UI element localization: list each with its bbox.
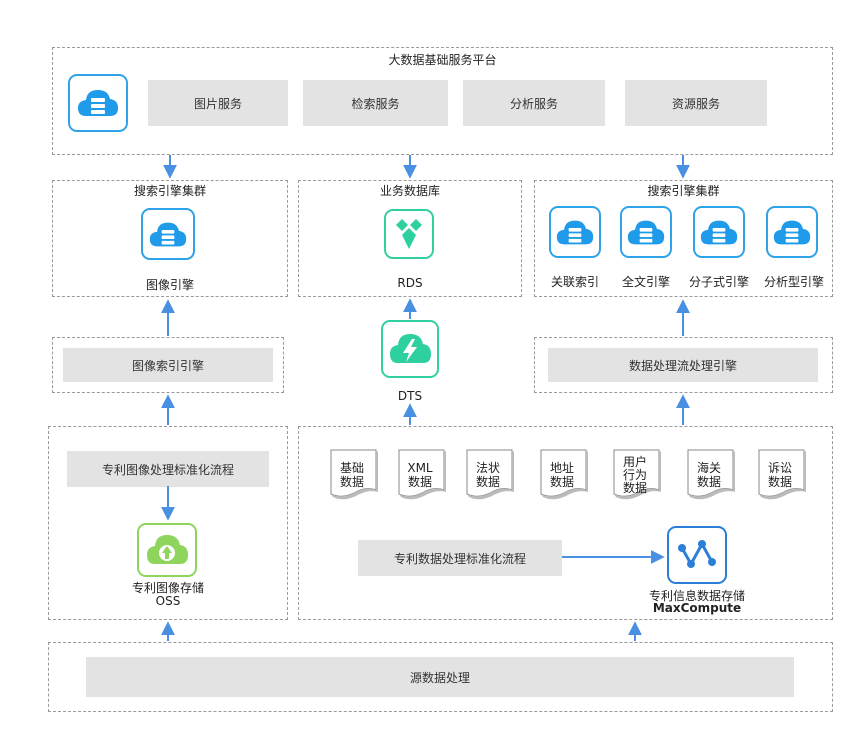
doc-litigation-data-label: 诉讼 数据 <box>767 461 792 489</box>
doc-customs-data: 海关 数据 <box>687 449 735 501</box>
search-cluster-right-panel: 搜索引擎集群 关联索引 全文引擎 分子式引擎 分析型引擎 <box>534 180 833 297</box>
data-stream-engine-panel: 数据处理流处理引擎 <box>534 337 833 393</box>
image-process-panel: 专利图像处理标准化流程 专利图像存储 OSS <box>48 426 288 620</box>
cloud-server-icon <box>766 206 818 258</box>
doc-legal-status-data: 法状 数据 <box>466 449 514 501</box>
data-stream-engine-box[interactable]: 数据处理流处理引擎 <box>548 348 818 382</box>
doc-xml-data-label: XML 数据 <box>407 461 433 489</box>
doc-xml-data: XML 数据 <box>398 449 446 501</box>
maxcompute-icon <box>667 526 727 584</box>
data-process-flow-box[interactable]: 专利数据处理标准化流程 <box>358 540 562 576</box>
service-search[interactable]: 检索服务 <box>303 80 448 126</box>
oss-storage-icon <box>137 523 197 577</box>
image-index-engine-box[interactable]: 图像索引引擎 <box>63 348 273 382</box>
maxcompute-storage-sub: MaxCompute <box>652 601 742 615</box>
doc-basic-data-label: 基础 数据 <box>339 461 364 489</box>
search-cluster-left-title: 搜索引擎集群 <box>133 184 206 198</box>
image-process-flow-box[interactable]: 专利图像处理标准化流程 <box>67 451 269 487</box>
oss-storage-label: 专利图像存储 <box>131 581 204 595</box>
engine-label-analytic: 分析型引擎 <box>763 275 824 289</box>
doc-address-data-label: 地址 数据 <box>549 461 574 489</box>
doc-litigation-data: 诉讼 数据 <box>758 449 806 501</box>
service-analysis[interactable]: 分析服务 <box>463 80 605 126</box>
engine-label-relation-index: 关联索引 <box>550 275 599 289</box>
service-image[interactable]: 图片服务 <box>148 80 288 126</box>
cloud-server-icon <box>141 208 195 260</box>
cloud-server-icon <box>693 206 745 258</box>
image-engine-label: 图像引擎 <box>145 278 194 292</box>
doc-basic-data: 基础 数据 <box>330 449 378 501</box>
cloud-server-icon <box>620 206 672 258</box>
cloud-server-icon <box>68 74 128 132</box>
service-resource[interactable]: 资源服务 <box>625 80 767 126</box>
cloud-server-icon <box>549 206 601 258</box>
business-db-title: 业务数据库 <box>379 184 440 198</box>
oss-storage-sub: OSS <box>155 594 181 608</box>
doc-user-behavior-data: 用户 行为 数据 <box>613 449 661 501</box>
doc-customs-data-label: 海关 数据 <box>696 461 721 489</box>
search-cluster-right-title: 搜索引擎集群 <box>647 184 720 198</box>
rds-label: RDS <box>397 276 423 290</box>
source-data-panel: 源数据处理 <box>48 642 833 712</box>
source-data-box[interactable]: 源数据处理 <box>86 657 794 697</box>
business-db-panel: 业务数据库 RDS <box>298 180 522 297</box>
rds-icon <box>384 209 434 259</box>
maxcompute-storage-label: 专利信息数据存储 <box>648 589 745 603</box>
search-cluster-left-panel: 搜索引擎集群 图像引擎 <box>52 180 288 297</box>
platform-title: 大数据基础服务平台 <box>388 53 497 67</box>
doc-user-behavior-data-label: 用户 行为 数据 <box>622 454 647 495</box>
doc-legal-status-data-label: 法状 数据 <box>475 461 500 489</box>
big-data-platform-panel: 大数据基础服务平台 图片服务 检索服务 分析服务 资源服务 <box>52 47 833 155</box>
engine-label-molecular: 分子式引擎 <box>688 275 749 289</box>
dts-cloud-icon <box>381 320 439 378</box>
image-index-engine-panel: 图像索引引擎 <box>52 337 284 393</box>
engine-label-fulltext: 全文引擎 <box>621 275 670 289</box>
dts-label: DTS <box>397 389 423 403</box>
doc-address-data: 地址 数据 <box>540 449 588 501</box>
